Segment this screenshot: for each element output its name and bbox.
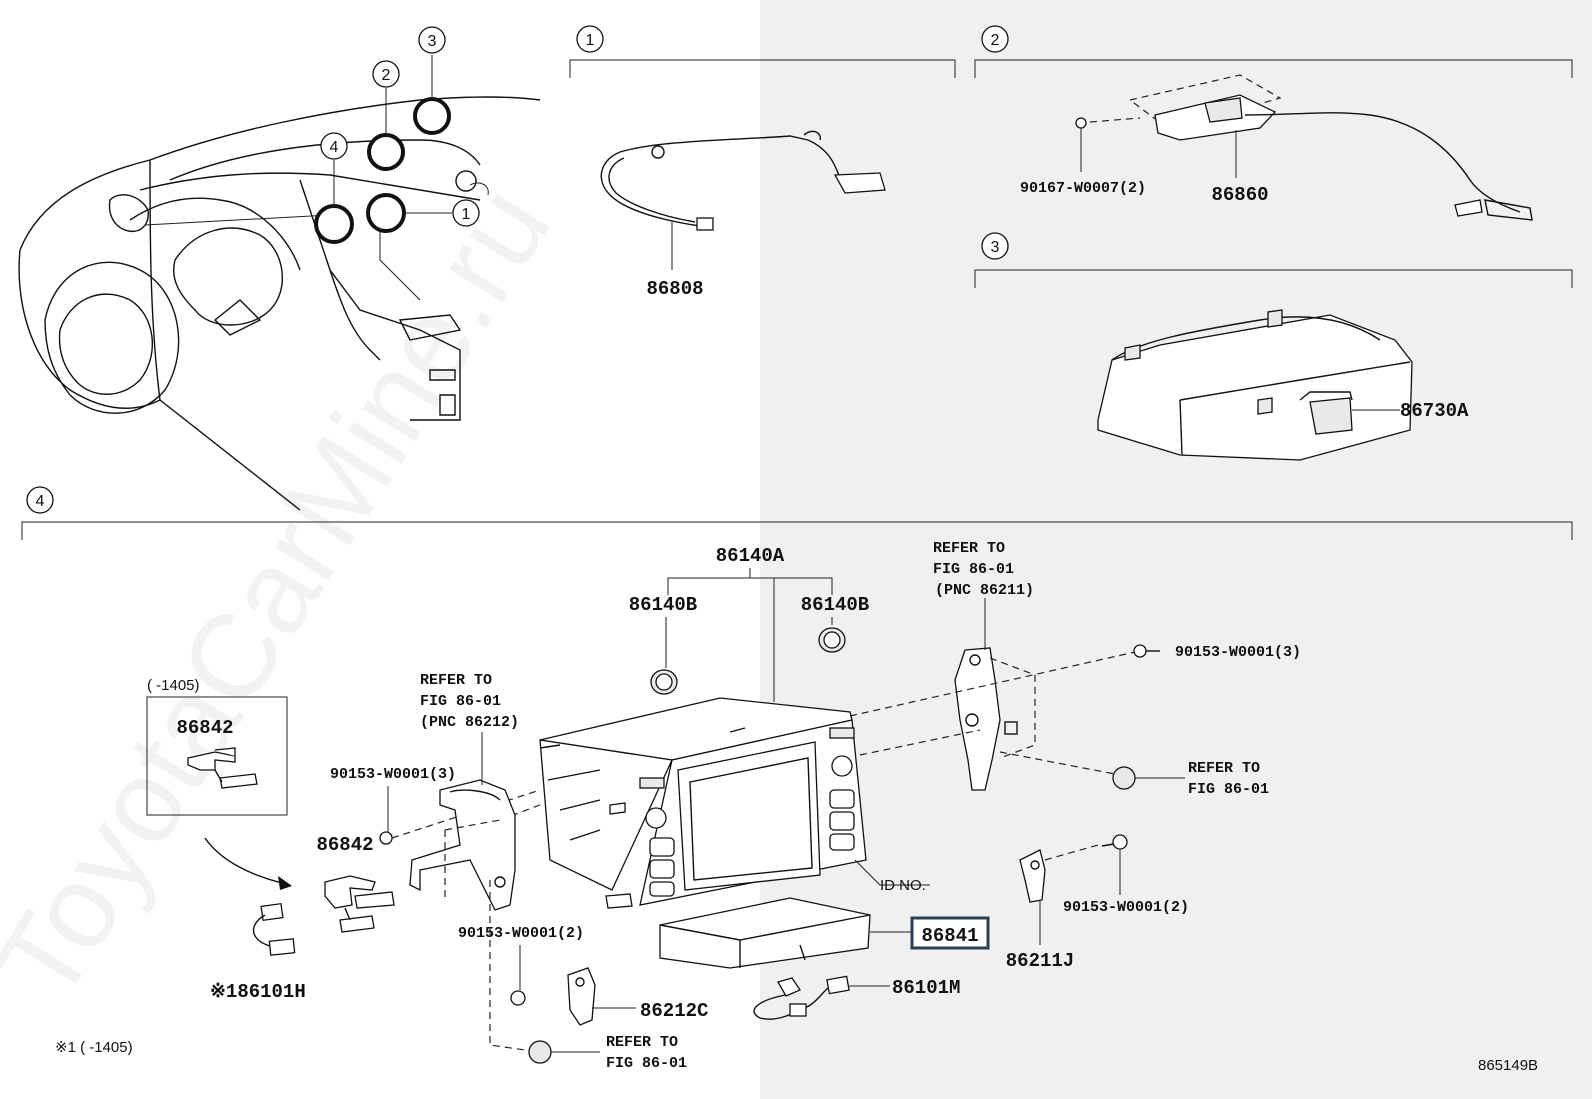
section-3: 3 86730A: [974, 232, 1573, 461]
vehicle-interior-overview: 3 2 4 1: [18, 26, 541, 511]
harness-86101H: [252, 902, 296, 956]
bolt-label-top-right: 90153-W0001(3): [1175, 644, 1301, 661]
svg-text:2: 2: [382, 67, 391, 84]
bracket-left: [409, 779, 516, 911]
part-label-86212C: 86212C: [640, 1000, 708, 1022]
ref-left-line1: REFER TO: [420, 672, 492, 689]
bracket-86212C: [567, 967, 596, 1026]
part-label-86841: 86841: [921, 925, 978, 947]
part-label-86842: 86842: [316, 834, 373, 856]
callout-label-2: 2: [372, 60, 400, 88]
clip-86842: [324, 875, 395, 933]
part-label-86860: 86860: [1211, 184, 1268, 206]
bolt-label-right: 90153-W0001(2): [1063, 899, 1189, 916]
ref-top-right-line1: REFER TO: [933, 540, 1005, 557]
part-label-86101H: ※186101H: [210, 981, 306, 1003]
footnote: ※1 ( -1405): [55, 1039, 133, 1056]
svg-text:4: 4: [330, 139, 339, 156]
ref-bottom-line2: FIG 86-01: [606, 1055, 687, 1072]
svg-text:3: 3: [991, 239, 1000, 256]
section-2: 2 90167-W0007(2) 86860: [974, 25, 1573, 221]
ref-right-line1: REFER TO: [1188, 760, 1260, 777]
knob-86140B-right: [818, 627, 846, 653]
bracket-right: [954, 647, 1036, 791]
knob-86140B-left: [650, 669, 678, 695]
bracket-86211J: [1019, 844, 1099, 903]
bolt-left: [379, 831, 393, 845]
ref-bottom-line1: REFER TO: [606, 1034, 678, 1051]
svg-text:2: 2: [991, 32, 1000, 49]
part-label-86140B-right: 86140B: [801, 594, 869, 616]
id-no-label: ID NO.: [880, 877, 926, 894]
bolt-top-right: [1133, 644, 1160, 658]
bolt-mid: [510, 990, 526, 1006]
callout-3-marker: [413, 97, 451, 135]
bolt-label-mid: 90153-W0001(2): [458, 925, 584, 942]
part-label-86140A: 86140A: [716, 545, 785, 567]
shaded-right-panel: [760, 0, 1592, 1099]
module-86841: [659, 897, 871, 969]
svg-text:4: 4: [36, 493, 45, 510]
ref-left-line2: FIG 86-01: [420, 693, 501, 710]
clip-86842-inset: [187, 747, 258, 789]
inset-range: ( -1405): [147, 677, 200, 694]
callout-label-3: 3: [418, 26, 446, 54]
svg-text:1: 1: [462, 206, 471, 223]
callout-label-4: 4: [320, 132, 348, 160]
ref-top-right-line3: (PNC 86211): [935, 582, 1034, 599]
callout-2-marker: [367, 133, 405, 171]
svg-text:3: 3: [428, 33, 437, 50]
callout-4-marker: [314, 204, 354, 244]
ref-top-right-line2: FIG 86-01: [933, 561, 1014, 578]
callout-label-1: 1: [452, 199, 480, 227]
clip-right: [1112, 766, 1136, 790]
head-unit-86140A: [539, 697, 867, 909]
ref-left-line3: (PNC 86212): [420, 714, 519, 731]
diagram-code: 865149B: [1478, 1057, 1538, 1074]
harness-86101M: [753, 975, 850, 1020]
part-label-86808: 86808: [646, 278, 703, 300]
ref-right-line2: FIG 86-01: [1188, 781, 1269, 798]
part-label-86101M: 86101M: [892, 977, 960, 999]
part-label-90167-W0007: 90167-W0007(2): [1020, 180, 1146, 197]
highlight-box-86841: [910, 916, 990, 950]
callout-1-marker: [366, 193, 406, 233]
clip-bottom: [528, 1040, 552, 1064]
bolt-right: [1101, 834, 1128, 850]
bolt-label-left: 90153-W0001(3): [330, 766, 456, 783]
section-4: 4 86140A 86140B 86140B: [21, 486, 1573, 1072]
part-label-86140B-left: 86140B: [629, 594, 697, 616]
part-label-86842-inset: 86842: [176, 717, 233, 739]
part-label-86211J: 86211J: [1006, 950, 1074, 972]
svg-text:1: 1: [586, 32, 595, 49]
part-label-86730A: 86730A: [1400, 400, 1469, 422]
inset-box: [146, 696, 288, 816]
section-1: 1 86808: [569, 25, 956, 300]
